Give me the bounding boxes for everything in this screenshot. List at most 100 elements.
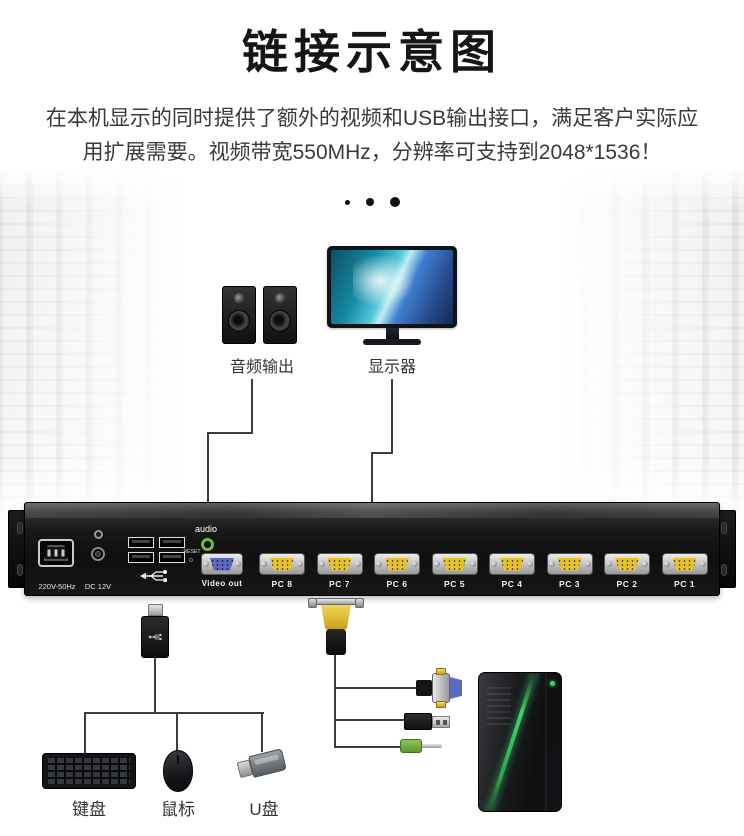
- vga-plug-flange: [308, 598, 364, 608]
- vga-screw: [642, 561, 648, 567]
- monitor-frame: [327, 246, 457, 328]
- pc-port-label: PC 5: [444, 579, 465, 589]
- vga-port-shell: [316, 553, 363, 575]
- wire-speakers-to-device: [207, 432, 253, 434]
- usb-drive-icon: [235, 744, 293, 786]
- wire-speakers-to-device: [207, 432, 209, 503]
- kvm-switch-rear-panel: [24, 502, 720, 596]
- computer-tower-icon: [478, 672, 562, 812]
- page-title: 链接示意图: [242, 26, 502, 78]
- vga-connector-face: [614, 557, 640, 571]
- vga-screw: [354, 561, 361, 567]
- vga-screw: [318, 561, 325, 567]
- ground-screw: [94, 530, 103, 539]
- vga-screw: [527, 561, 533, 567]
- wire-speakers-to-device: [251, 379, 253, 434]
- vga-connector-face: [384, 557, 410, 571]
- ear-screw-hole: [17, 564, 23, 576]
- keyboard-keys: [48, 758, 130, 784]
- ear-screw-hole: [721, 564, 727, 576]
- vga-connector-face: [499, 557, 525, 571]
- wire-to-usb-plug: [334, 719, 404, 721]
- vga-screw: [261, 561, 267, 567]
- vga-connector-face: [327, 557, 352, 571]
- usb-plug-tip: [147, 604, 163, 616]
- vga-port-shell: [546, 553, 593, 575]
- vga-screw: [584, 561, 591, 567]
- speakers-icon: [222, 286, 297, 344]
- speaker-tweeter: [233, 293, 245, 304]
- monitor-label: 显示器: [367, 359, 416, 376]
- usb-symbol-icon: [140, 570, 167, 582]
- vga-screw: [469, 561, 476, 567]
- vga-screw: [699, 561, 706, 567]
- wire-device-to-pc: [334, 651, 336, 748]
- audio-output-label: 音频输出: [229, 359, 294, 376]
- vga-connector-face: [442, 557, 467, 571]
- vga-screw: [663, 561, 670, 567]
- usb-port: [159, 537, 185, 548]
- vga-screw: [606, 561, 612, 567]
- vga-plug-to-pc: [416, 673, 462, 703]
- vga-connector-face: [269, 557, 295, 571]
- vga-port-shell: [259, 553, 305, 575]
- pc-port-label: PC 7: [329, 579, 350, 589]
- pc-vga-port: PC 6: [374, 553, 420, 589]
- vga-plug-boot: [326, 629, 346, 655]
- vga-screw: [203, 561, 209, 567]
- ear-screw-hole: [721, 522, 727, 534]
- vga-connector-face: [450, 677, 462, 699]
- video-out-label: Video out: [201, 579, 243, 588]
- vga-plug-shell: [321, 605, 351, 629]
- server-room-background-right: [556, 166, 744, 524]
- tower-vents: [487, 683, 511, 725]
- ear-screw-hole: [17, 522, 23, 534]
- wire-monitor-to-device: [391, 379, 393, 454]
- vga-plug-shell: [432, 673, 450, 703]
- speaker-tweeter: [274, 293, 286, 304]
- vga-plug-boot: [416, 680, 432, 696]
- ac-power-inlet-port: [38, 539, 74, 567]
- usb-cable-plug: [141, 604, 169, 658]
- usb-symbol-icon: [147, 633, 162, 640]
- mouse-icon: [163, 750, 193, 792]
- vga-screw: [235, 561, 241, 567]
- usb-port: [159, 552, 185, 563]
- vga-port-shell: [604, 553, 650, 575]
- tower-power-led: [550, 681, 555, 686]
- reset-pinhole: [189, 558, 193, 562]
- usb-plug-tip: [432, 715, 450, 728]
- pc-port-label: PC 2: [616, 579, 638, 589]
- vga-connector-face: [209, 557, 235, 571]
- audio-plug-body: [400, 739, 422, 753]
- vga-port-shell: [661, 553, 708, 575]
- audio-plug-to-pc: [400, 739, 442, 753]
- reset-label: RESET: [183, 549, 201, 555]
- pc-vga-port: PC 5: [431, 553, 478, 589]
- pc-vga-port: PC 4: [489, 553, 535, 589]
- vga-screw: [491, 561, 497, 567]
- usb-ports-block: [128, 537, 185, 563]
- video-out-port: Video out: [199, 553, 245, 588]
- keyboard-icon: [42, 753, 136, 789]
- usb-plug-body: [141, 616, 169, 658]
- vga-cable-plug: [308, 598, 364, 655]
- monitor-icon: [327, 246, 457, 345]
- pc-vga-port: PC 7: [316, 553, 363, 589]
- pc-vga-port: PC 3: [546, 553, 593, 589]
- wire-to-usb-drive: [261, 712, 263, 752]
- pc-port-label: PC 8: [271, 579, 293, 589]
- dot-icon: [365, 198, 374, 206]
- vga-connector-face: [557, 557, 582, 571]
- pc-port-label: PC 6: [386, 579, 408, 589]
- pc-port-row: PC 8 PC 7 PC 6 PC 5: [259, 553, 708, 589]
- vga-screw: [433, 561, 440, 567]
- monitor-stand-base: [363, 339, 421, 345]
- pc-vga-port: PC 8: [259, 553, 305, 589]
- vga-screw: [548, 561, 555, 567]
- wire-monitor-to-device: [371, 452, 373, 503]
- vga-screw: [412, 561, 418, 567]
- vga-screw: [297, 561, 303, 567]
- audio-plug-pin: [422, 744, 442, 748]
- audio-jack-port: [201, 538, 214, 551]
